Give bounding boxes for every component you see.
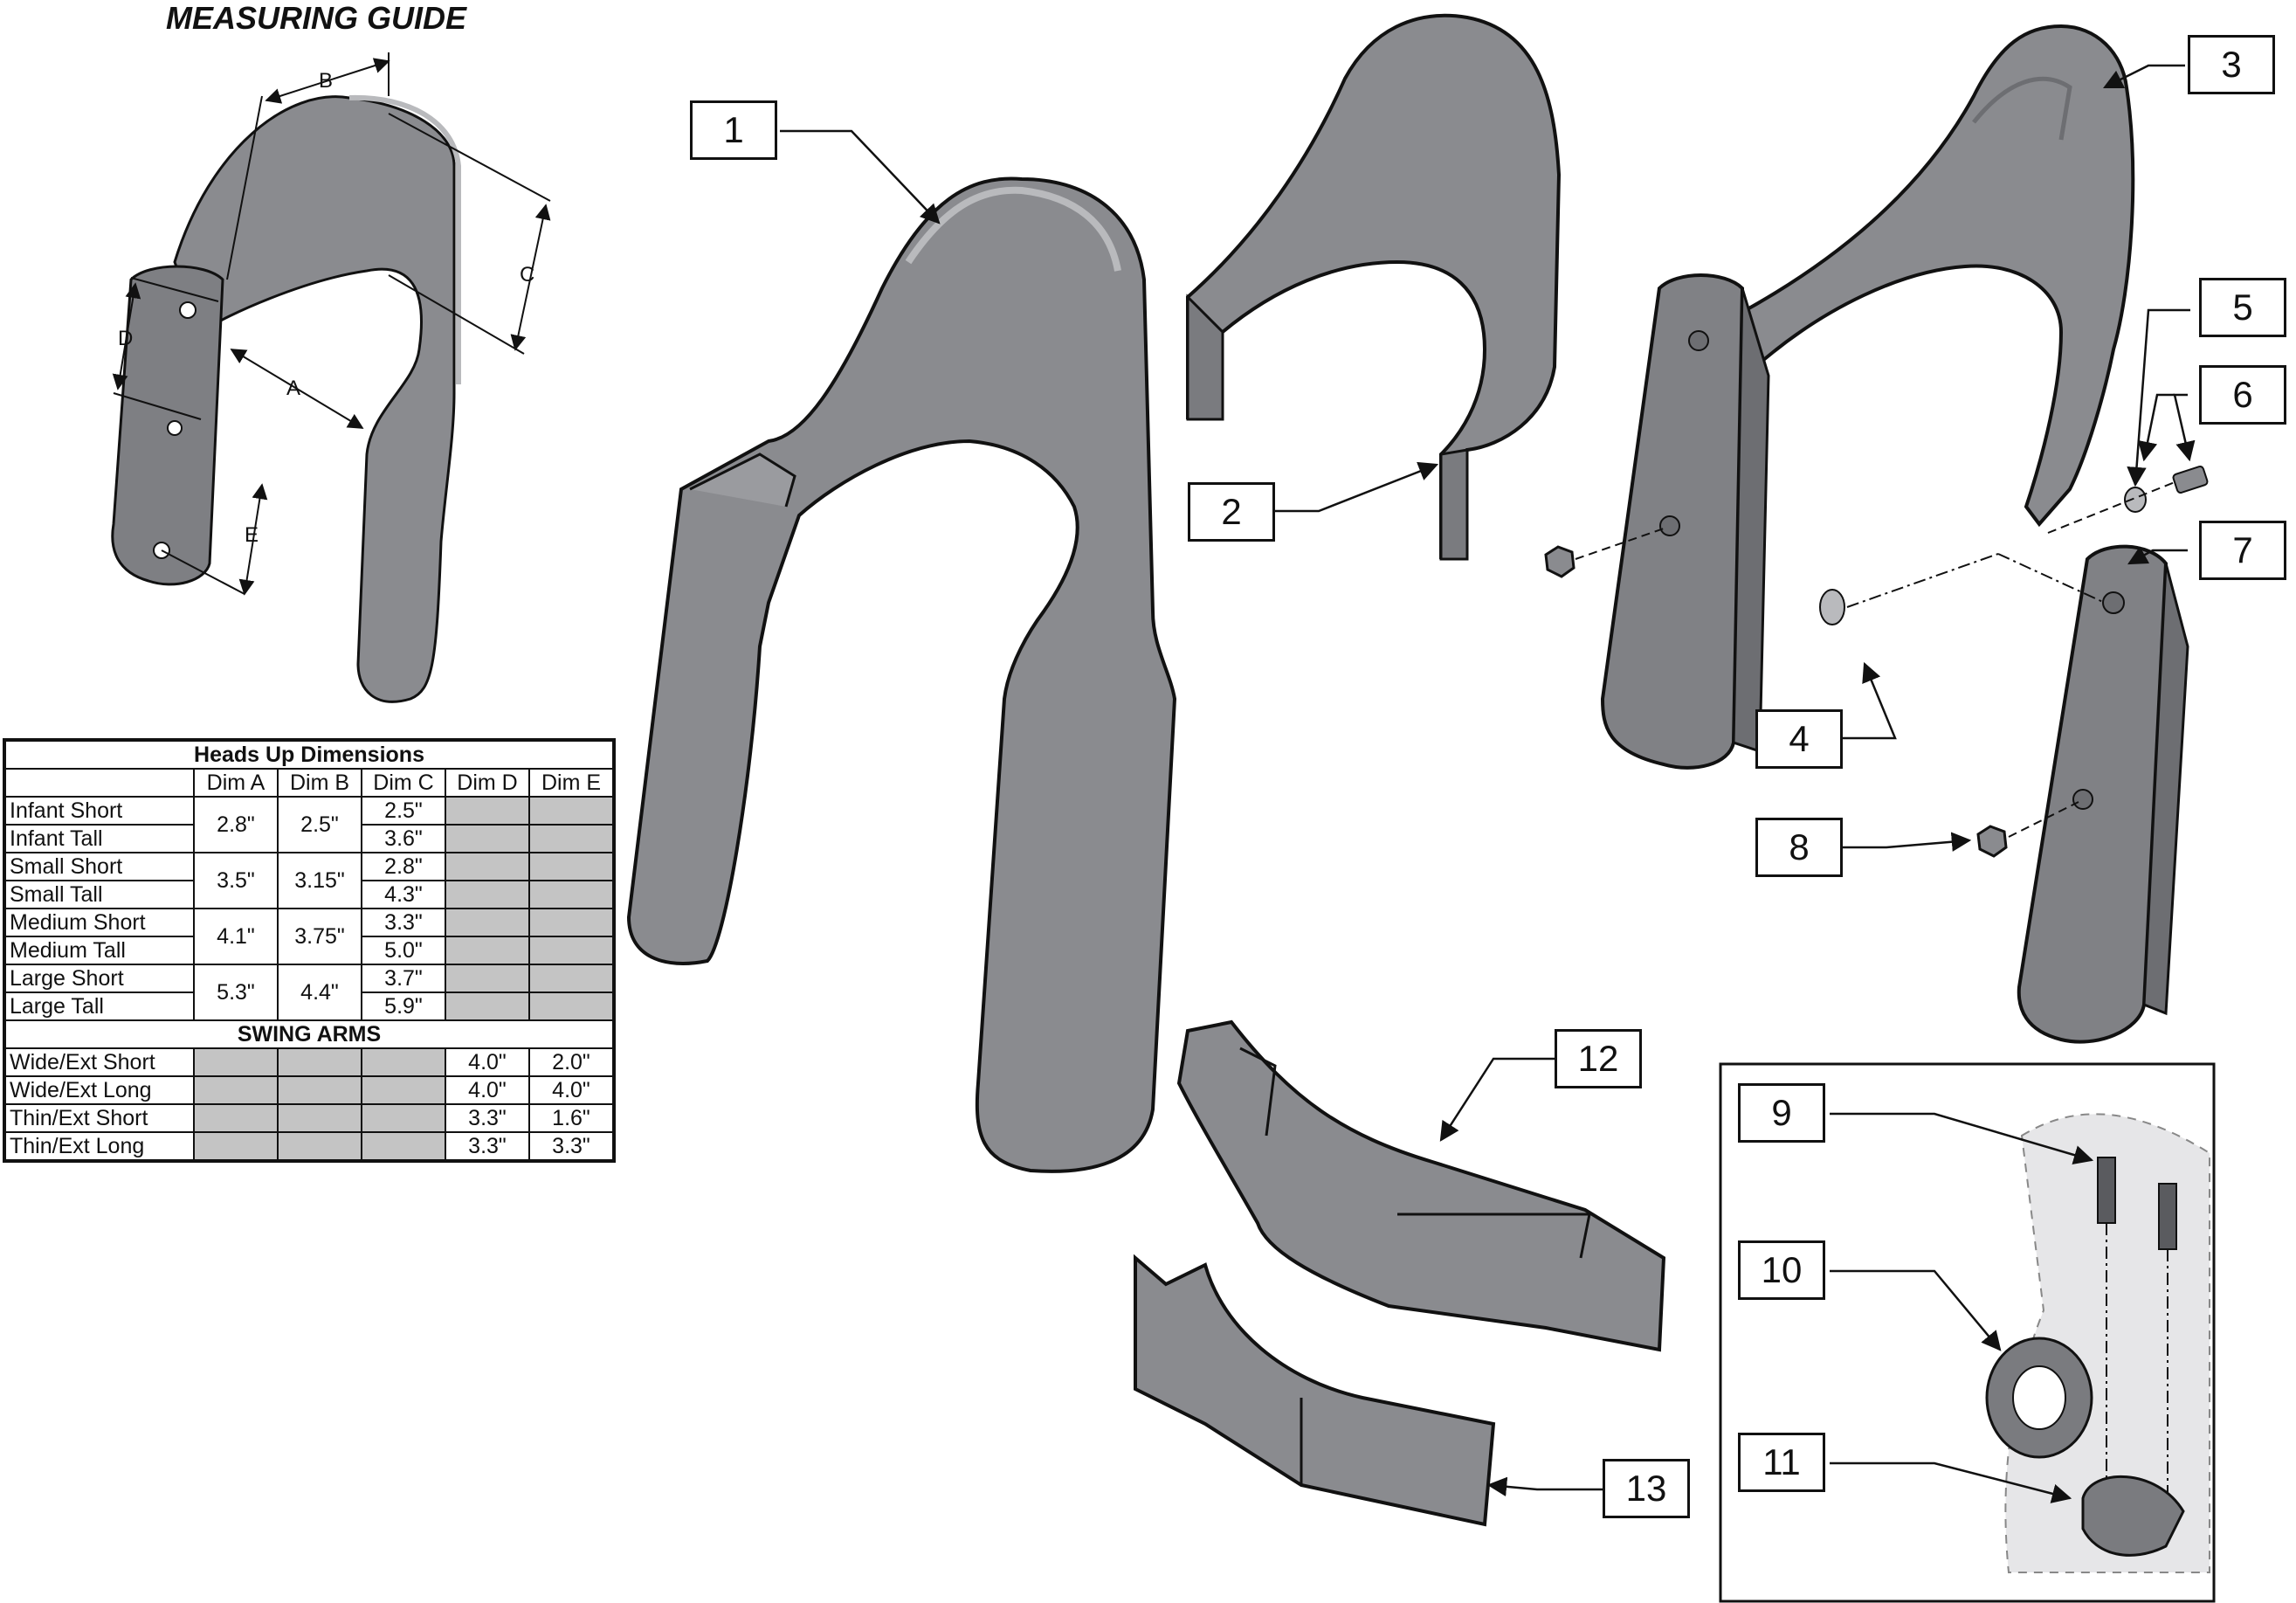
col-dim-d: Dim D xyxy=(445,768,530,798)
col-dim-b: Dim B xyxy=(277,768,362,798)
table-title: Heads Up Dimensions xyxy=(3,739,615,770)
table-row: Infant Tall 3.6" xyxy=(3,824,615,853)
washer-part-5 xyxy=(2124,487,2147,513)
part-1-headrest xyxy=(626,176,1177,1173)
swing-arms-title: SWING ARMS xyxy=(3,1019,615,1049)
part-12-folds xyxy=(1239,1047,1591,1259)
part-12-cover xyxy=(1176,1019,1666,1352)
table-header-row: Dim A Dim B Dim C Dim D Dim E xyxy=(3,768,615,798)
guide-hole-mid xyxy=(167,420,183,436)
part-2-body xyxy=(1186,13,1562,560)
callout-7: 7 xyxy=(2199,521,2286,580)
part-12-body xyxy=(1176,1019,1666,1352)
part-1-edge xyxy=(689,453,796,508)
callout-4: 4 xyxy=(1755,709,1843,769)
callout-3: 3 xyxy=(2188,35,2275,94)
guide-hole-top xyxy=(179,301,197,319)
callout-2: 2 xyxy=(1188,482,1275,542)
table-row: Wide/Ext Short 4.0" 2.0" xyxy=(3,1047,615,1077)
callout-12: 12 xyxy=(1555,1029,1642,1088)
callout-13: 13 xyxy=(1603,1459,1690,1518)
table-row: Infant Short 2.8" 2.5" 2.5" xyxy=(3,796,615,853)
part-2-end-right xyxy=(1439,448,1469,561)
part-13-cover xyxy=(1134,1254,1496,1527)
part-3-groove xyxy=(1972,76,2072,141)
washer-part-4 xyxy=(1819,589,1845,625)
table-row: Small Tall 4.3" xyxy=(3,880,615,909)
right-swing-arm-side xyxy=(2142,563,2189,1016)
right-arm-hole-bottom xyxy=(2072,789,2093,810)
part-3-body xyxy=(1735,24,2135,528)
right-arm-hole-top xyxy=(2102,591,2125,614)
dim-letter-c: C xyxy=(520,263,534,287)
dim-letter-b: B xyxy=(319,69,333,93)
dimension-letters: B C A D E xyxy=(118,69,534,547)
nut-right-part-8 xyxy=(1976,825,2008,858)
table-row: Small Short 3.5" 3.15" 2.8" xyxy=(3,852,615,909)
table-row: Thin/Ext Short 3.3" 1.6" xyxy=(3,1103,615,1133)
dim-letter-a: A xyxy=(286,377,300,400)
part-13-body xyxy=(1134,1254,1496,1527)
dim-letter-e: E xyxy=(245,523,259,547)
leader-lines xyxy=(780,64,2196,1503)
callout-9: 9 xyxy=(1738,1083,1825,1143)
callout-10: 10 xyxy=(1738,1240,1825,1300)
nut-left xyxy=(1544,545,1575,578)
callout-6: 6 xyxy=(2199,365,2286,425)
part-3-headrest-assembly xyxy=(1544,24,2209,1044)
clamp-part-11 xyxy=(2081,1475,2185,1557)
measuring-guide-headrest xyxy=(111,94,461,703)
bolt-part-9-b xyxy=(2158,1183,2177,1250)
dimensions-table: Heads Up Dimensions Dim A Dim B Dim C Di… xyxy=(3,738,616,1163)
measuring-guide-title: MEASURING GUIDE xyxy=(166,0,467,36)
bolt-part-9-a xyxy=(2097,1157,2116,1224)
table-row: Thin/Ext Long 3.3" 3.3" xyxy=(3,1131,615,1162)
part-1-body xyxy=(626,176,1177,1173)
table-row: Medium Tall 5.0" xyxy=(3,936,615,965)
callout-11: 11 xyxy=(1738,1433,1825,1492)
hardware-inset xyxy=(1719,1062,2216,1603)
table-row: Medium Short 4.1" 3.75" 3.3" xyxy=(3,908,615,965)
left-arm-hole-bottom xyxy=(1659,515,1680,536)
callout-1: 1 xyxy=(690,100,777,160)
col-dim-c: Dim C xyxy=(361,768,446,798)
dim-letter-d: D xyxy=(118,327,133,350)
col-dim-e: Dim E xyxy=(528,768,615,798)
table-row: Wide/Ext Long 4.0" 4.0" xyxy=(3,1075,615,1105)
table-row: Large Short 5.3" 4.4" 3.7" xyxy=(3,964,615,1021)
callout-8: 8 xyxy=(1755,818,1843,877)
part-2-pad xyxy=(1186,13,1562,561)
right-swing-arm xyxy=(2017,544,2168,1044)
dimension-lines xyxy=(112,52,551,596)
col-dim-a: Dim A xyxy=(193,768,279,798)
screw-part-6 xyxy=(2172,466,2209,494)
left-arm-hole-top xyxy=(1688,330,1709,351)
table-row: Large Tall 5.9" xyxy=(3,992,615,1021)
callout-5: 5 xyxy=(2199,278,2286,337)
part-2-end-left xyxy=(1186,294,1224,421)
